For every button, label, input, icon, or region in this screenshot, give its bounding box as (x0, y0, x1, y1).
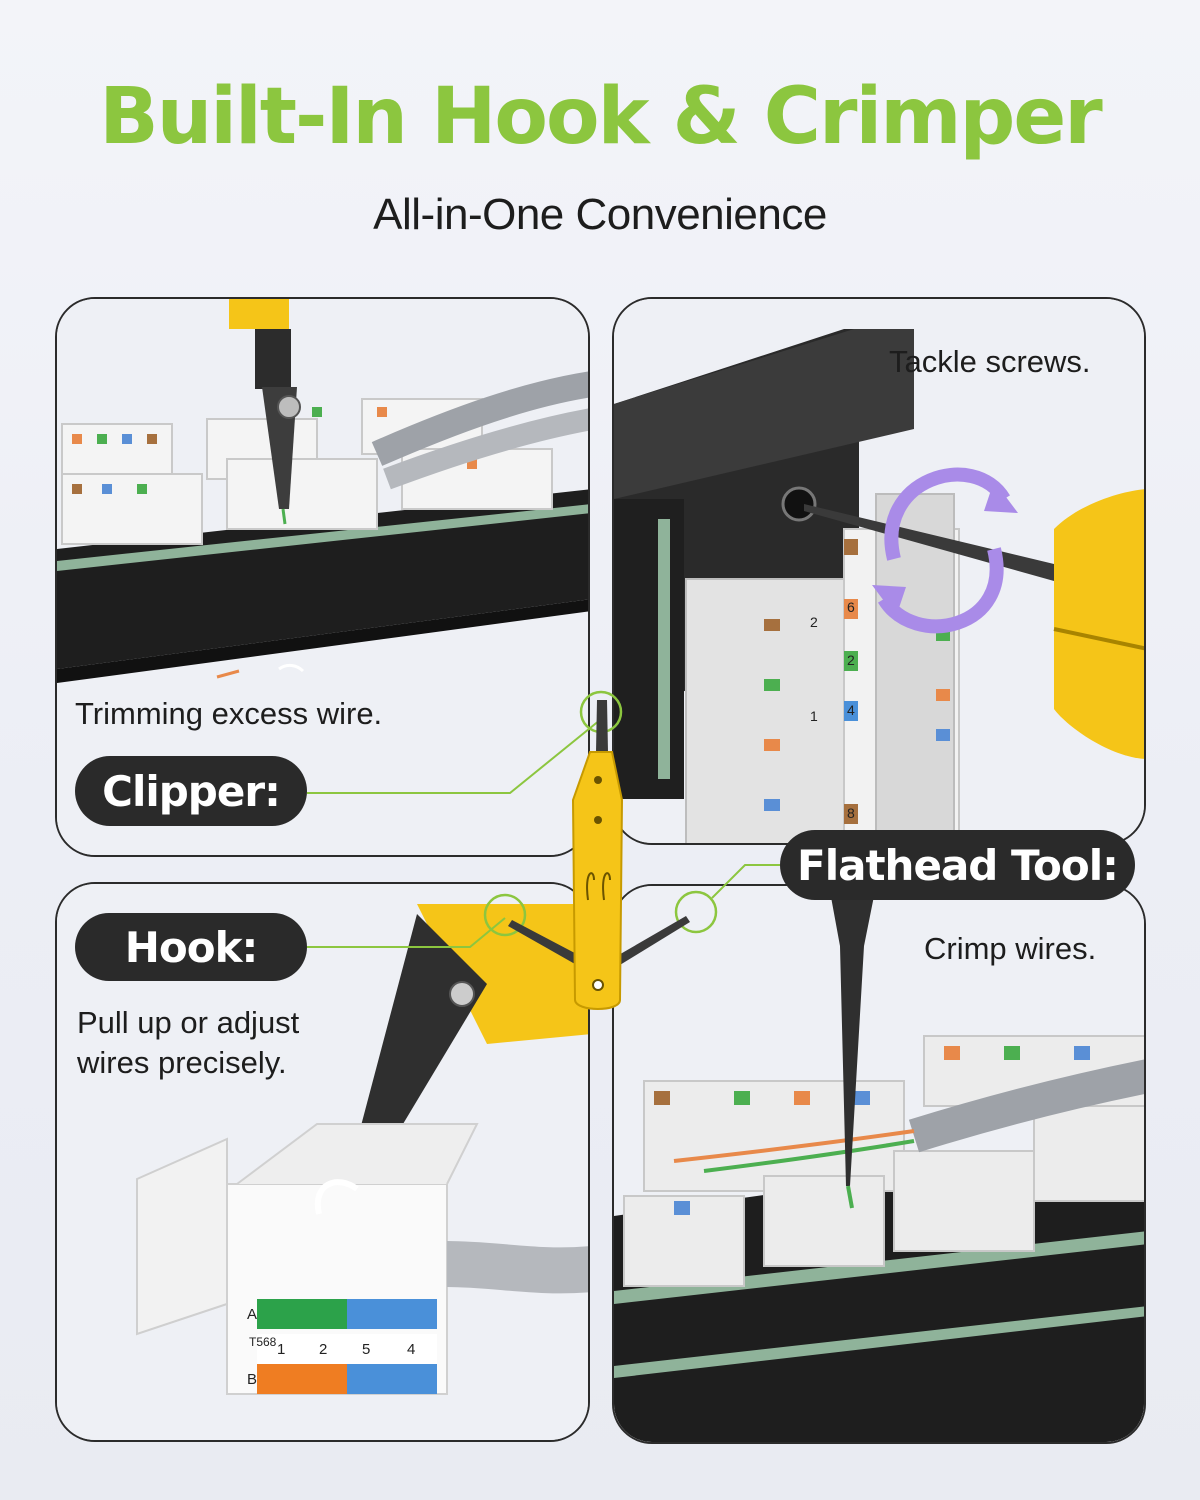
hook-label: Hook: (75, 913, 307, 981)
row-a-label: A (247, 1306, 257, 1323)
flathead-tool-label: Flathead Tool: (780, 830, 1135, 900)
hook-panel: A B T568 1 2 5 4 Pull up or adjust wires… (55, 882, 590, 1442)
arrow-label-1: 1 (810, 708, 818, 724)
keystone-hook-illustration: A B T568 1 2 5 4 (57, 884, 588, 1440)
row-b-label: B (247, 1371, 257, 1388)
hook-caption-line1: Pull up or adjust (77, 1005, 300, 1040)
t568-color-code (257, 1299, 437, 1394)
pin-4: 4 (407, 1341, 415, 1358)
patch-num-a1: 6 (847, 599, 855, 615)
clipper-label: Clipper: (75, 756, 307, 826)
page-title: Built-In Hook & Crimper (99, 72, 1102, 162)
flathead-screw-panel: 6 2 4 8 2 1 Tackle screws. (612, 297, 1146, 845)
pin-5: 5 (362, 1341, 370, 1358)
pin-2: 2 (319, 1341, 327, 1358)
arrow-label-2: 2 (810, 614, 818, 630)
pin-1: 1 (277, 1341, 285, 1358)
patch-panel-crimp-illustration (614, 886, 1144, 1442)
crimp-caption: Crimp wires. (924, 931, 1097, 966)
color-code-tabs (764, 539, 950, 824)
clipper-caption: Trimming excess wire. (75, 696, 383, 731)
tackle-screws-caption: Tackle screws. (889, 344, 1091, 379)
flathead-crimp-panel: Crimp wires. (612, 884, 1146, 1444)
patch-num-a2: 2 (847, 652, 855, 668)
patch-num-a3: 4 (847, 702, 855, 718)
standard-label: T568 (249, 1335, 277, 1349)
page-subtitle: All-in-One Convenience (373, 190, 827, 239)
wire-color-tabs (72, 407, 477, 494)
rotate-arrow-icon (872, 467, 1018, 634)
crimp-color-tabs (654, 1046, 1090, 1215)
hook-caption-line2: wires precisely. (77, 1045, 287, 1080)
patch-panel-screw-illustration: 6 2 4 8 2 1 (614, 299, 1144, 843)
patch-num-a4: 8 (847, 805, 855, 821)
